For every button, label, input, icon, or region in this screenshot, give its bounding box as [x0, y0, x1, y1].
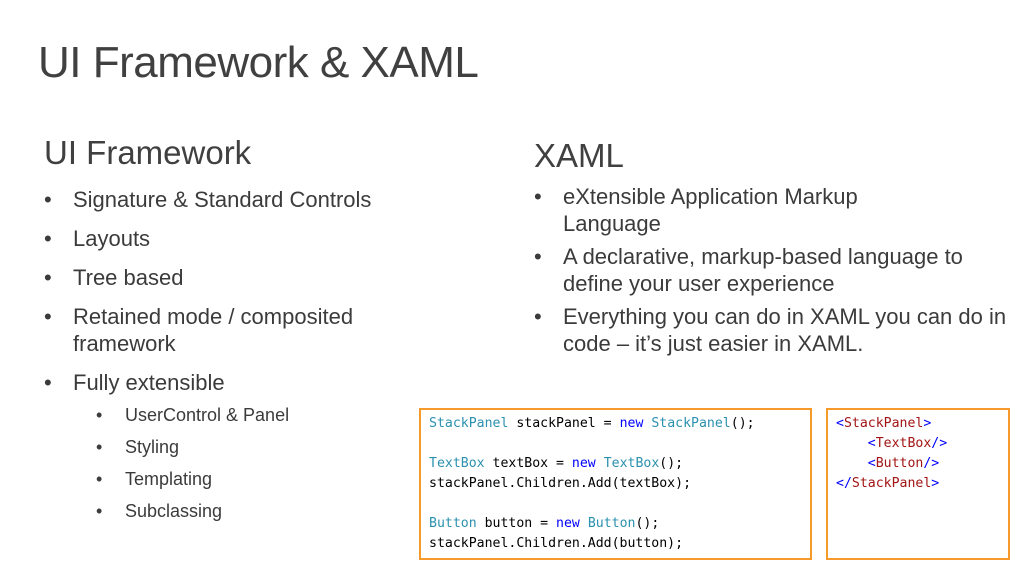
code-token: button =: [476, 516, 557, 531]
code-keyword-token: new: [571, 456, 596, 471]
code-token: ();: [659, 456, 684, 471]
bullet-item: Retained mode / composited framework: [44, 303, 413, 357]
ui-framework-bullet-list: Signature & Standard Controls Layouts Tr…: [44, 186, 444, 534]
xaml-code-block: <StackPanel> <TextBox/> <Button/> </Stack…: [826, 408, 1010, 560]
slide-title: UI Framework & XAML: [38, 38, 479, 87]
code-token: stackPanel =: [508, 416, 620, 431]
code-line: StackPanel stackPanel = new StackPanel()…: [429, 414, 810, 434]
sub-bullet-item: Styling: [96, 436, 444, 458]
code-token: [580, 516, 588, 531]
sub-bullet-item: Templating: [96, 468, 444, 490]
code-blank-line: [429, 494, 810, 514]
bullet-item: Tree based: [44, 264, 444, 291]
code-type-token: Button: [429, 516, 477, 531]
xaml-tag-name: StackPanel: [851, 476, 932, 491]
code-line: <TextBox/>: [867, 436, 948, 451]
bullet-item: Fully extensible UserControl & Panel Sty…: [44, 369, 444, 522]
code-keyword-token: new: [619, 416, 644, 431]
code-type-token: Button: [587, 516, 636, 531]
code-type-token: StackPanel: [651, 416, 731, 431]
bullet-item-label: Fully extensible: [73, 370, 225, 395]
xaml-tag-name: StackPanel: [843, 416, 924, 431]
xaml-tag-name: Button: [875, 456, 924, 471]
bullet-item: Layouts: [44, 225, 444, 252]
bullet-item: A declarative, markup-based language to …: [534, 243, 993, 297]
code-token: ();: [635, 516, 660, 531]
code-blank-line: [429, 434, 810, 454]
code-line: stackPanel.Children.Add(button);: [429, 536, 684, 551]
csharp-code-block: StackPanel stackPanel = new StackPanel()…: [419, 408, 812, 560]
code-token: ();: [730, 416, 755, 431]
code-line: </StackPanel>: [836, 476, 940, 491]
code-type-token: StackPanel: [429, 416, 509, 431]
code-token: [596, 456, 604, 471]
sub-bullet-list: UserControl & Panel Styling Templating S…: [73, 404, 444, 522]
bullet-item: Everything you can do in XAML you can do…: [534, 303, 1018, 357]
code-line: <StackPanel>: [836, 416, 932, 431]
code-token: textBox =: [484, 456, 572, 471]
xaml-bullet-list: eXtensible Application Markup Language A…: [534, 183, 1014, 363]
xaml-tag-name: TextBox: [875, 436, 932, 451]
sub-bullet-item: UserControl & Panel: [96, 404, 444, 426]
bullet-item: Signature & Standard Controls: [44, 186, 444, 213]
code-type-token: TextBox: [603, 456, 660, 471]
code-line: stackPanel.Children.Add(textBox);: [429, 476, 692, 491]
sub-bullet-item: Subclassing: [96, 500, 444, 522]
ui-framework-heading: UI Framework: [44, 134, 252, 171]
code-line: Button button = new Button();: [429, 514, 810, 534]
bullet-item: eXtensible Application Markup Language: [534, 183, 923, 237]
xaml-heading: XAML: [534, 137, 624, 174]
code-line: <Button/>: [867, 456, 940, 471]
code-line: TextBox textBox = new TextBox();: [429, 454, 810, 474]
code-keyword-token: new: [556, 516, 580, 531]
code-type-token: TextBox: [429, 456, 485, 471]
